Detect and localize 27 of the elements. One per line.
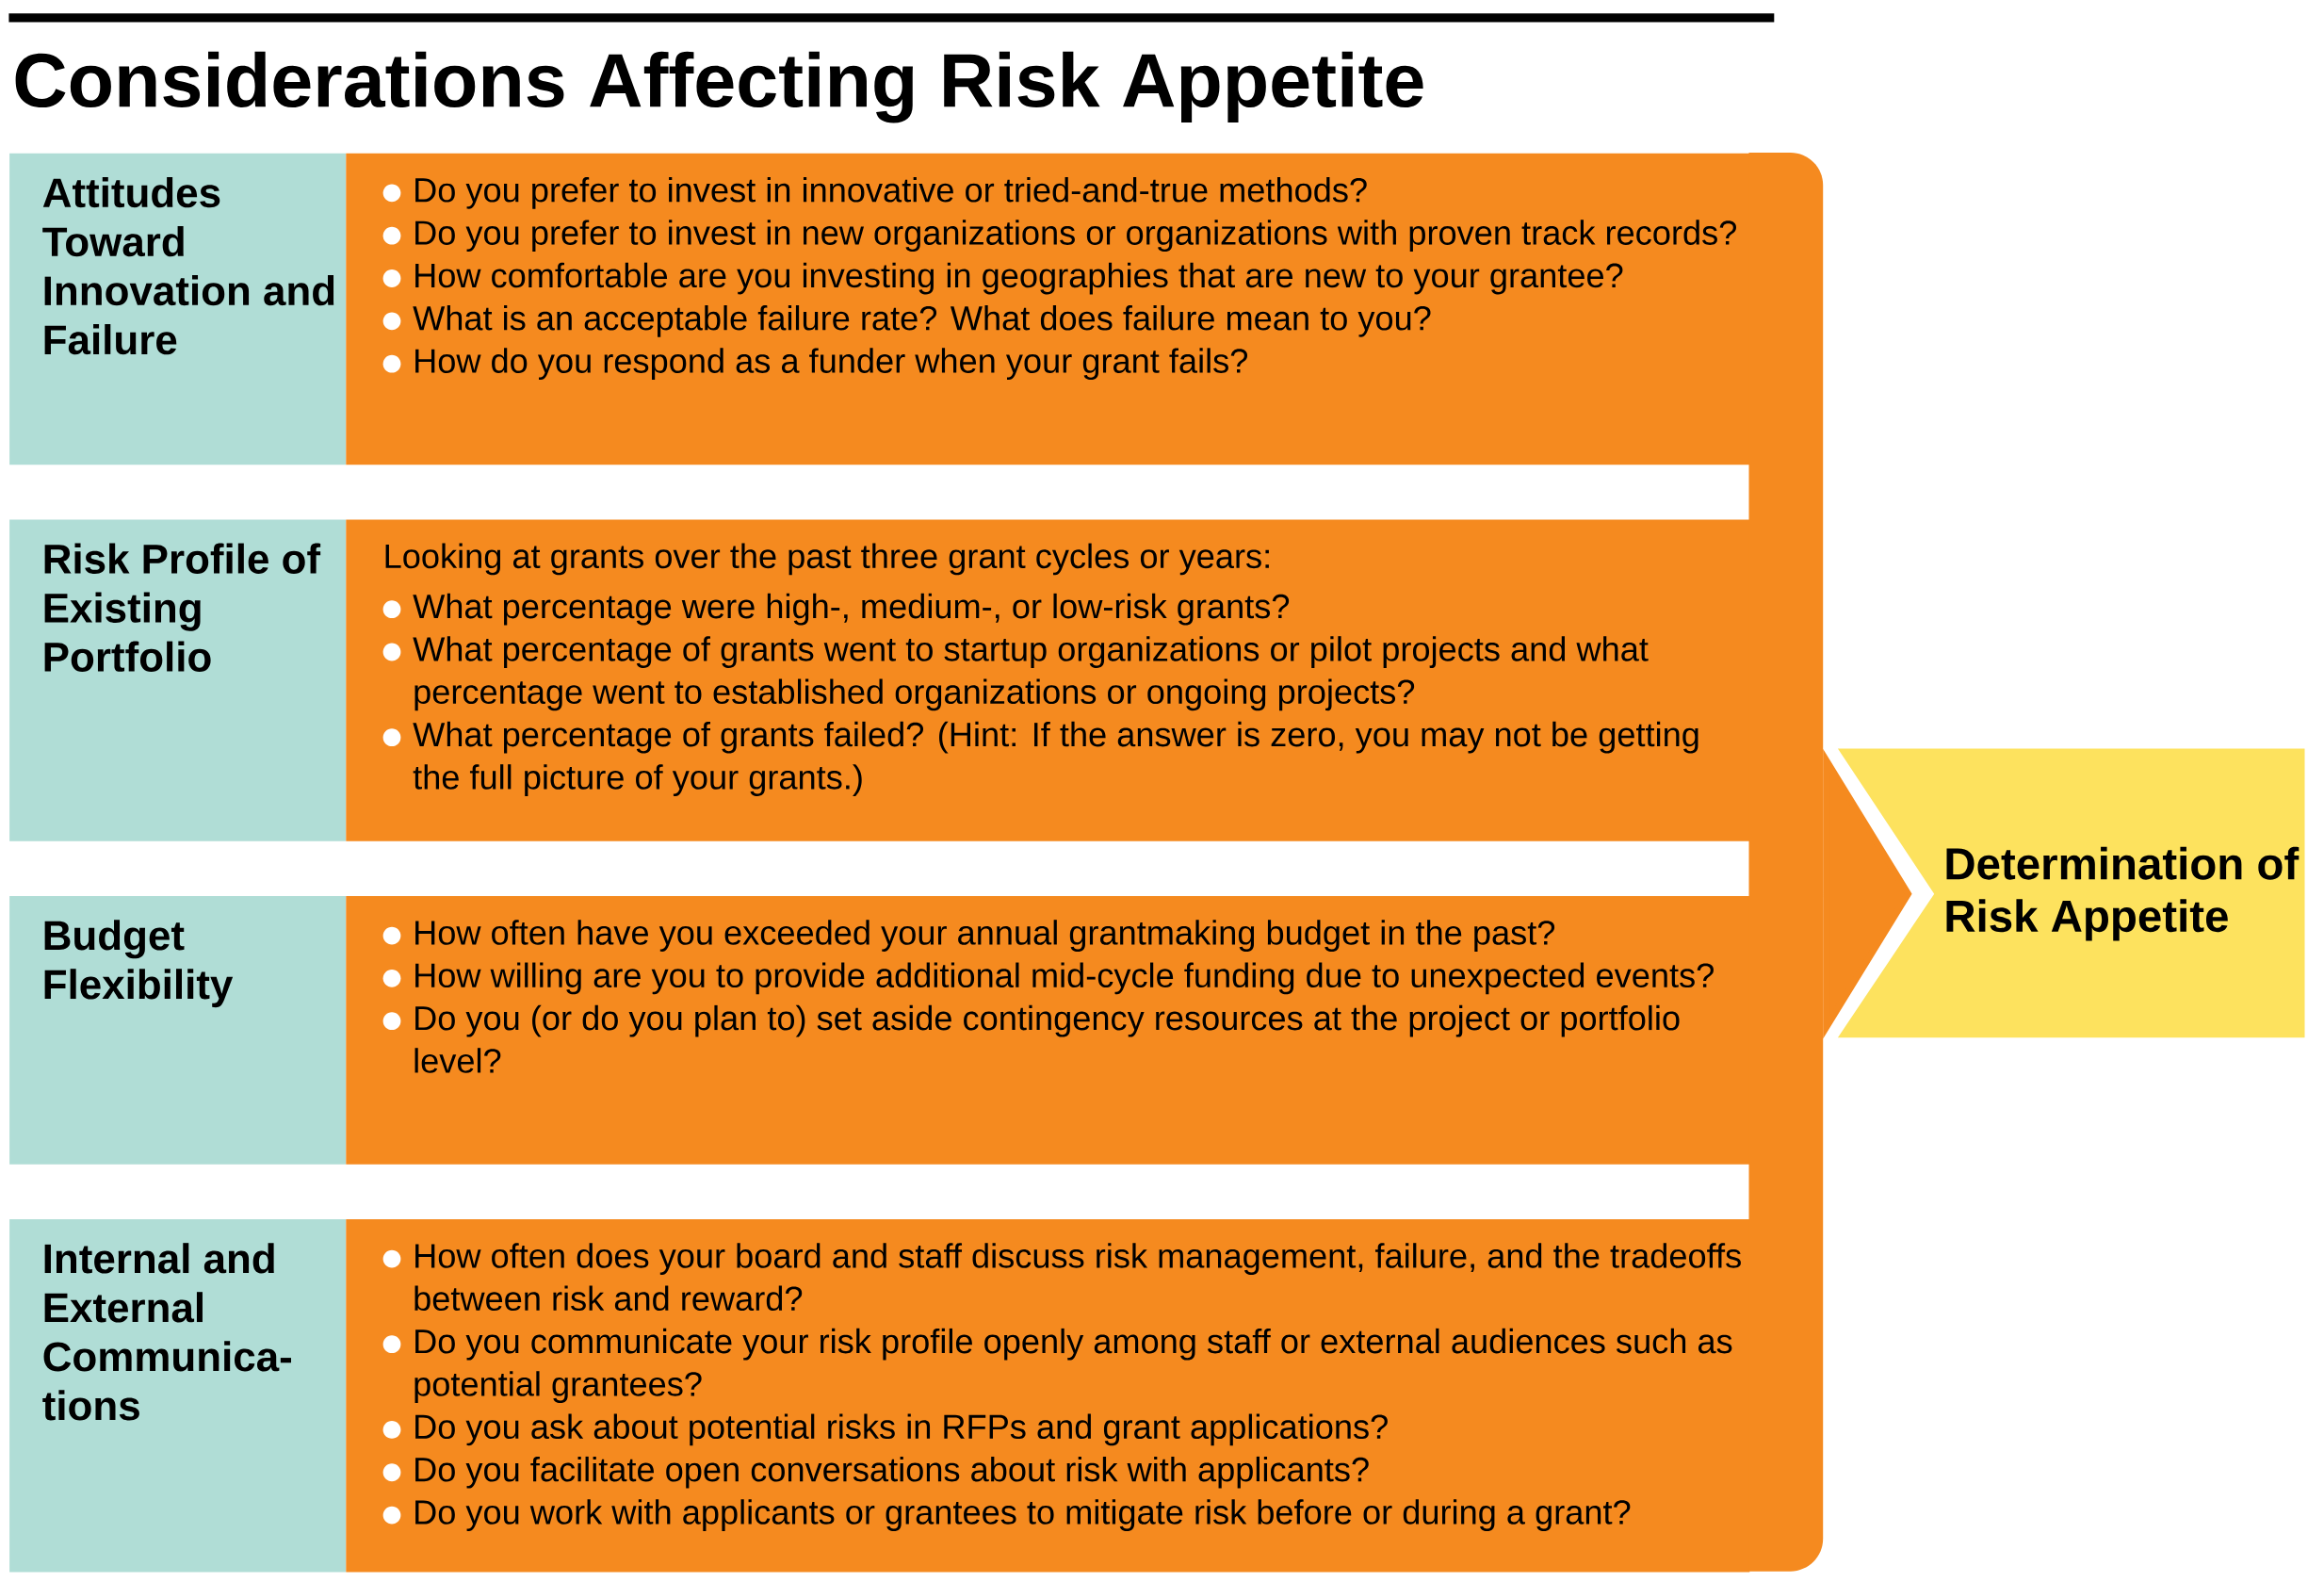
question-text: Do you prefer to invest in new organizations or organizations with proven track records? [415,220,1736,253]
question-text: How often does your board and staff discuss risk management, failure, and the tradeoffs between risk and reward? [414,1243,1741,1312]
question-text: How often have you exceeded your annual grantmaking budget in the past? [415,920,1555,953]
question-text: Do you communicate your risk profile openly among staff or external audiences such as potential grantees? [414,1329,1732,1404]
question-panel [346,1219,1750,1573]
question-panel [346,153,1750,465]
heading-box: Budget Flexibility [9,896,347,1165]
heading-box: Attitudes Toward Innovation and Failure [9,153,347,465]
heading-box: Internal and External Communica-tions [9,1219,347,1573]
question-panel [346,519,1750,841]
question-text: What percentage of grants failed? (Hint: If the answer is zero, you may not be getting the full picture of your grants.) [413,721,1698,797]
question-text: What percentage of grants went to startup organizations or pilot projects and what percentage went to established organizations or ongoing projects? [413,636,1649,711]
question-text: What percentage were high-, medium-, or low-risk grants? [413,593,1290,626]
question-text: Do you work with applicants or grantees to mitigate risk before or during a grant? [415,1499,1631,1532]
question-text: How willing are you to provide additional mid-cycle funding due to unexpected events? [415,962,1714,995]
question-text: Do you facilitate open conversations about risk with applicants? [415,1457,1369,1489]
question-text: Do you (or do you plan to) set aside contingency resources at the project or portfolio level? [414,1005,1680,1073]
question-text: Do you prefer to invest in innovative or tried-and-true methods? [415,177,1367,209]
question-panel [346,896,1750,1165]
heading-box: Risk Profile of Existing Portfolio [9,519,347,841]
result-chevron: Determination of Risk Appetite [1837,748,2305,1038]
question-text: How comfortable are you investing in geographies that are new to your grantee? [415,262,1623,295]
question-text: How do you respond as a funder when your grant fails? [415,348,1248,381]
intro-text: Looking at grants over the past three grant cycles or years: [385,543,1269,576]
title: Considerations Affecting Risk Appetite [15,51,1423,123]
question-text: What is an acceptable failure rate? What does failure mean to you? [413,305,1431,337]
question-text: Do you ask about potential risks in RFPs and grant applications? [415,1413,1388,1446]
